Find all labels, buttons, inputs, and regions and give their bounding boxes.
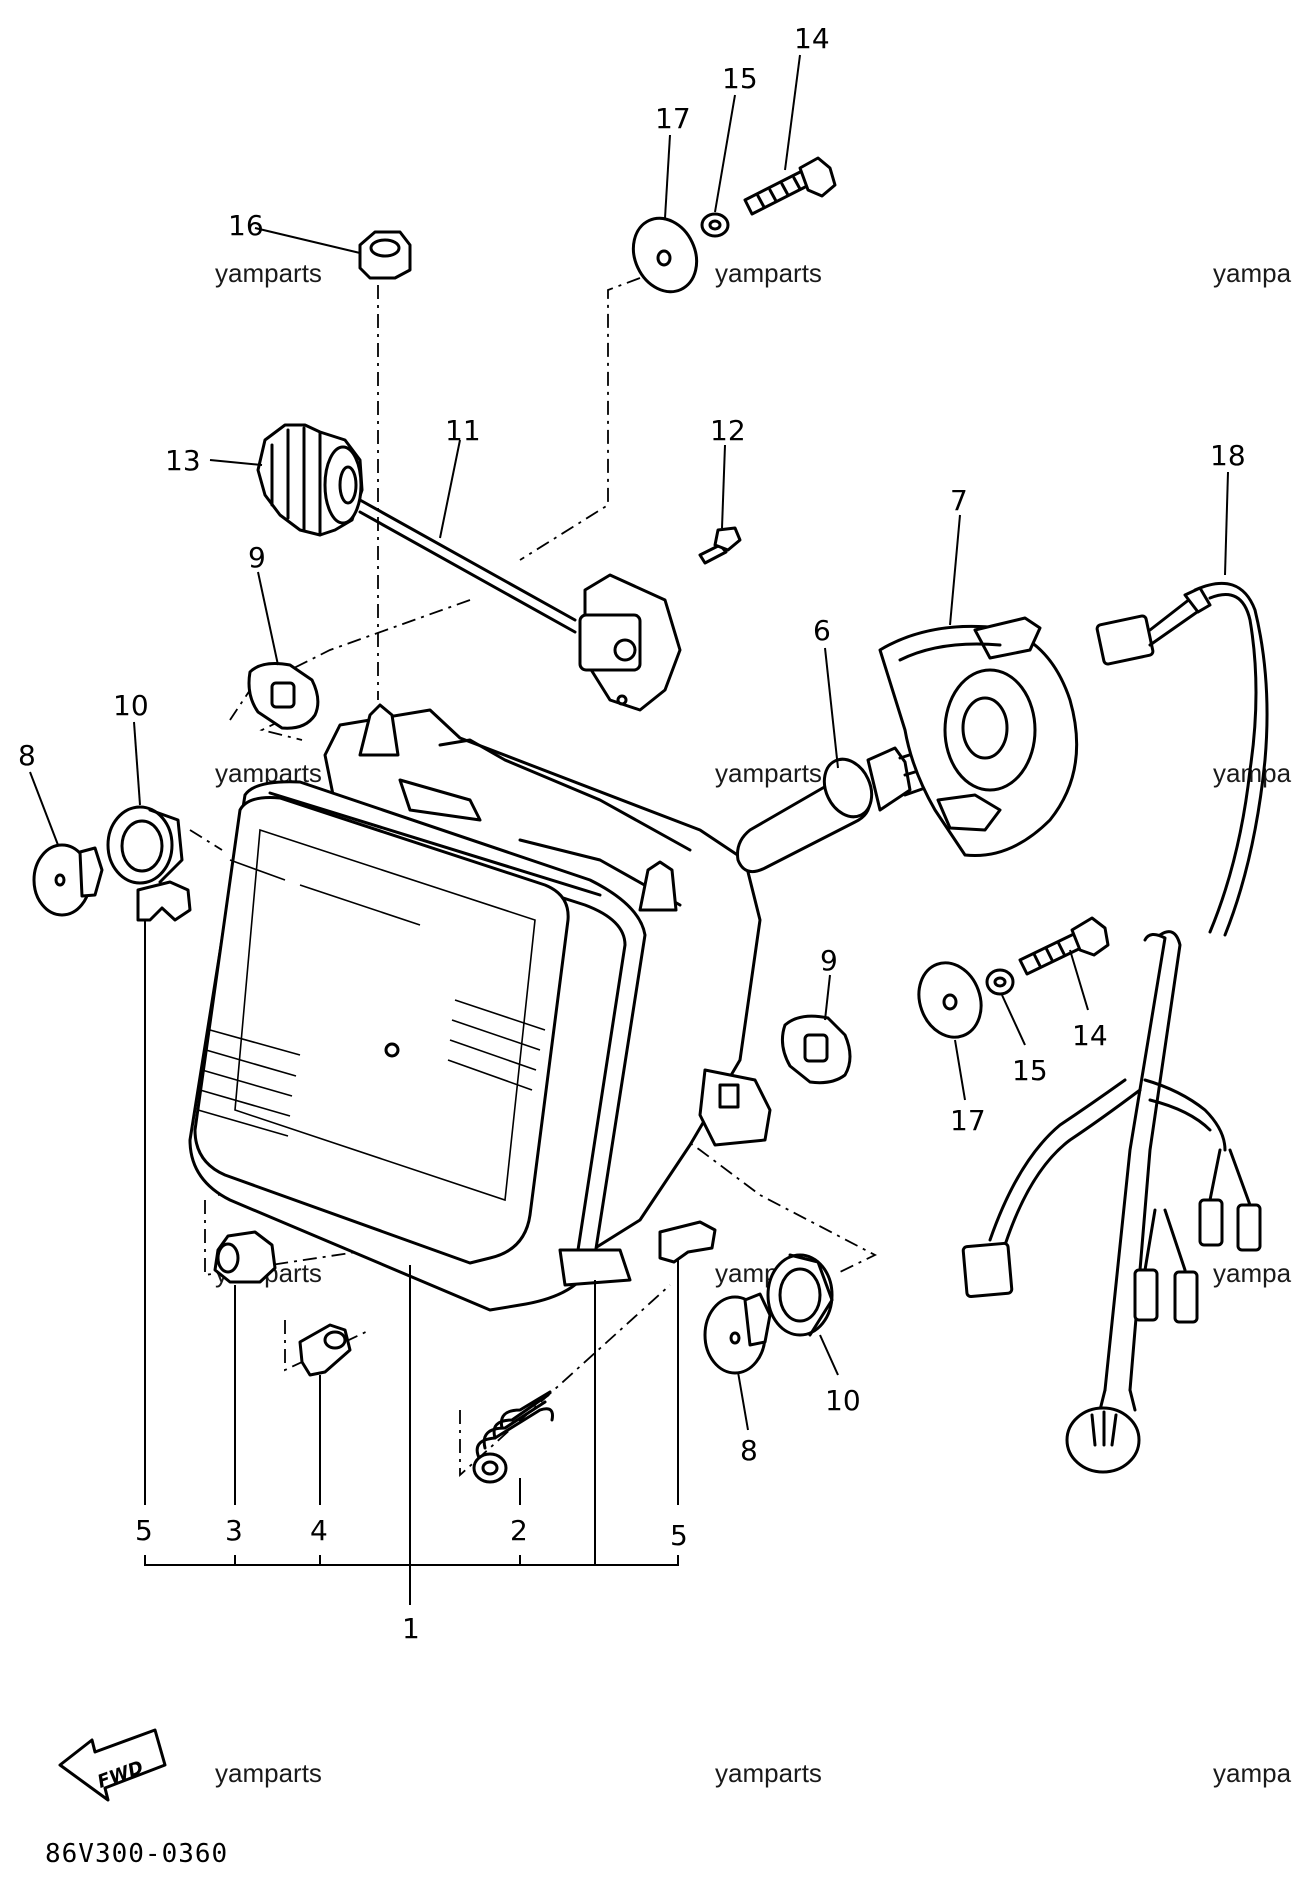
callout-10: 10 xyxy=(825,1384,861,1417)
callout-14: 14 xyxy=(1072,1019,1108,1052)
callout-17: 17 xyxy=(950,1104,986,1137)
part-4-cap xyxy=(298,1323,352,1377)
headlight-unit xyxy=(188,703,772,1312)
callout-2: 2 xyxy=(510,1514,528,1547)
callout-numbers: 14 15 17 16 13 11 12 9 10 8 7 6 18 9 14 … xyxy=(18,22,1246,1645)
callout-15: 15 xyxy=(722,62,758,95)
watermark: yamparts xyxy=(715,258,822,288)
watermark: yampa xyxy=(1213,1758,1292,1788)
part-9-grommet-right xyxy=(780,1014,852,1085)
callout-1: 1 xyxy=(402,1612,420,1645)
part-6-bulb xyxy=(736,746,930,874)
watermark: yamparts xyxy=(215,258,322,288)
callout-17: 17 xyxy=(655,102,691,135)
watermark: yamparts xyxy=(715,1758,822,1788)
diagram-code: 86V300-0360 xyxy=(45,1839,228,1869)
part-3-socket xyxy=(213,1230,277,1284)
part-1-bracket xyxy=(144,1555,679,1605)
watermark: yampa xyxy=(1213,1258,1292,1288)
watermark: yamparts xyxy=(715,758,822,788)
part-5-clip-right xyxy=(658,1220,717,1264)
part-9-grommet-left xyxy=(247,662,320,730)
callout-5: 5 xyxy=(135,1514,153,1547)
part-15-spring-washer-mid xyxy=(985,968,1015,996)
part-14-bolt-top xyxy=(743,156,837,216)
callout-9: 9 xyxy=(248,541,266,574)
callout-9: 9 xyxy=(820,944,838,977)
part-8-knob-right xyxy=(703,1292,772,1375)
callout-18: 18 xyxy=(1210,439,1246,472)
part-2-spring xyxy=(472,1390,554,1484)
part-11-adjust-rod xyxy=(358,498,682,712)
callout-8: 8 xyxy=(740,1434,758,1467)
part-10-holder-right xyxy=(766,1253,834,1337)
callout-10: 10 xyxy=(113,689,149,722)
callout-16: 16 xyxy=(228,209,264,242)
watermark: yampa xyxy=(1213,258,1292,288)
fwd-arrow-icon: FWD xyxy=(58,1728,167,1802)
callout-3: 3 xyxy=(225,1514,243,1547)
part-14-bolt-mid xyxy=(1018,916,1110,976)
part-17-washer-mid xyxy=(917,961,983,1039)
part-15-spring-washer-top xyxy=(700,212,730,238)
part-5-clip-left xyxy=(136,880,192,922)
callout-6: 6 xyxy=(813,614,831,647)
part-10-holder-left xyxy=(106,805,184,885)
callout-5: 5 xyxy=(670,1519,688,1552)
callout-4: 4 xyxy=(310,1514,328,1547)
callout-14: 14 xyxy=(794,22,830,55)
part-8-knob-left xyxy=(32,843,104,917)
part-12-screw xyxy=(698,526,742,565)
callout-12: 12 xyxy=(710,414,746,447)
part-18-wire-harness xyxy=(961,581,1269,1474)
part-7-bulb-cover xyxy=(878,616,1079,858)
callout-15: 15 xyxy=(1012,1054,1048,1087)
callout-11: 11 xyxy=(445,414,481,447)
leader-lines xyxy=(29,54,1229,1565)
part-13-knob xyxy=(256,423,364,537)
lens-pattern xyxy=(197,859,546,1137)
part-17-washer-top xyxy=(631,216,699,294)
part-16-nut xyxy=(358,230,412,280)
callout-8: 8 xyxy=(18,739,36,772)
watermark: yamparts xyxy=(215,1758,322,1788)
callout-13: 13 xyxy=(165,444,201,477)
callout-7: 7 xyxy=(950,484,968,517)
